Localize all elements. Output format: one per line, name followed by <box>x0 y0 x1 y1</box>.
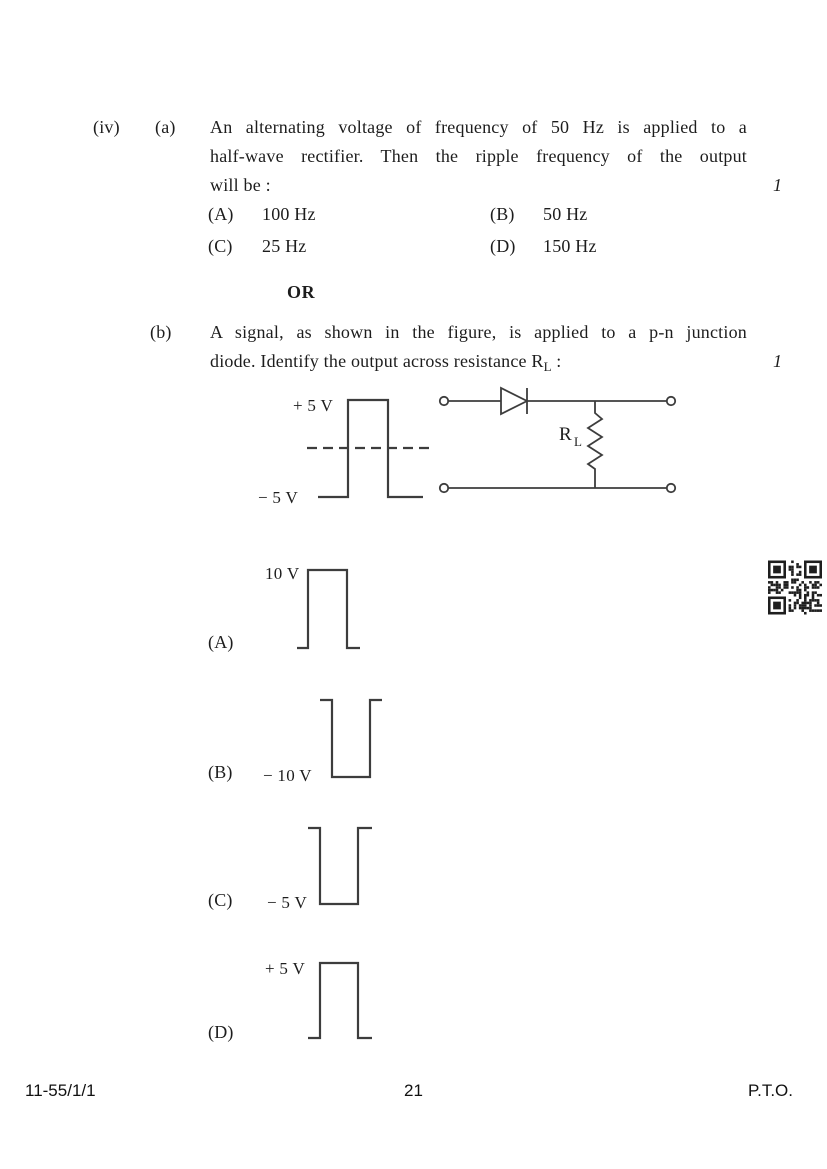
waveform-a-figure: 10 V <box>265 564 360 650</box>
output-terminal-bottom <box>665 482 677 494</box>
resistor-label-subscript: L <box>574 434 582 449</box>
waveform-a-trace <box>297 568 360 650</box>
option-d-value: 150 Hz <box>543 236 597 256</box>
qr-code-icon <box>768 560 822 615</box>
part-b-marks: 1 <box>773 351 783 371</box>
option-b-label: (B) <box>490 204 515 224</box>
option-c-label: (C) <box>208 236 233 256</box>
input-negative-voltage-label: − 5 V <box>258 488 298 507</box>
part-b-line-2-colon: : <box>551 351 562 371</box>
waveform-b-voltage-label: − 10 V <box>263 766 312 785</box>
part-b-line-2: diode. Identify the output across resist… <box>210 350 561 378</box>
waveform-c-trace <box>308 826 372 906</box>
question-number: (iv) <box>93 117 120 137</box>
part-a-line-3: will be : <box>210 175 271 195</box>
waveform-a-voltage-label: 10 V <box>265 564 300 583</box>
output-terminal-top <box>665 395 677 407</box>
part-a-marks: 1 <box>773 175 783 195</box>
input-pulse-trace <box>318 398 423 499</box>
part-a-line-2: half-wave rectifier. Then the ripple fre… <box>210 146 747 166</box>
waveform-d-trace <box>308 961 372 1040</box>
part-b-label: (b) <box>150 322 172 342</box>
option-a-label: (A) <box>208 204 234 224</box>
waveform-c-label: (C) <box>208 890 233 910</box>
waveform-b-figure: − 10 V <box>263 698 382 785</box>
input-signal-figure: + 5 V − 5 V <box>258 396 432 507</box>
waveform-d-voltage-label: + 5 V <box>265 959 305 978</box>
resistor-zigzag <box>586 401 604 488</box>
part-b-line-2-text: diode. Identify the output across resist… <box>210 351 544 371</box>
part-a-label: (a) <box>155 117 176 137</box>
waveform-d-label: (D) <box>208 1022 234 1042</box>
footer-paper-code: 11-55/1/1 <box>25 1081 96 1100</box>
option-b-value: 50 Hz <box>543 204 588 224</box>
waveform-a-label: (A) <box>208 632 234 652</box>
option-a-value: 100 Hz <box>262 204 316 224</box>
footer-pto: P.T.O. <box>747 1081 793 1100</box>
part-a-line-1: An alternating voltage of frequency of 5… <box>210 117 747 137</box>
input-terminal-top <box>438 395 450 407</box>
or-separator: OR <box>287 282 316 302</box>
waveform-c-voltage-label: − 5 V <box>267 893 307 912</box>
part-b-line-1: A signal, as shown in the figure, is app… <box>210 322 747 342</box>
diode-icon <box>500 386 530 416</box>
waveform-b-trace <box>320 698 382 779</box>
waveform-d-figure: + 5 V <box>265 959 372 1040</box>
input-positive-voltage-label: + 5 V <box>293 396 333 415</box>
waveform-c-figure: − 5 V <box>267 826 372 912</box>
diode-circuit-figure: R L <box>438 386 677 494</box>
footer-page-number: 21 <box>404 1081 423 1100</box>
resistor-label: R <box>559 424 572 445</box>
waveform-b-label: (B) <box>208 762 233 782</box>
option-d-label: (D) <box>490 236 516 256</box>
option-c-value: 25 Hz <box>262 236 307 256</box>
resistor-subscript: L <box>543 359 552 374</box>
input-terminal-bottom <box>438 482 450 494</box>
